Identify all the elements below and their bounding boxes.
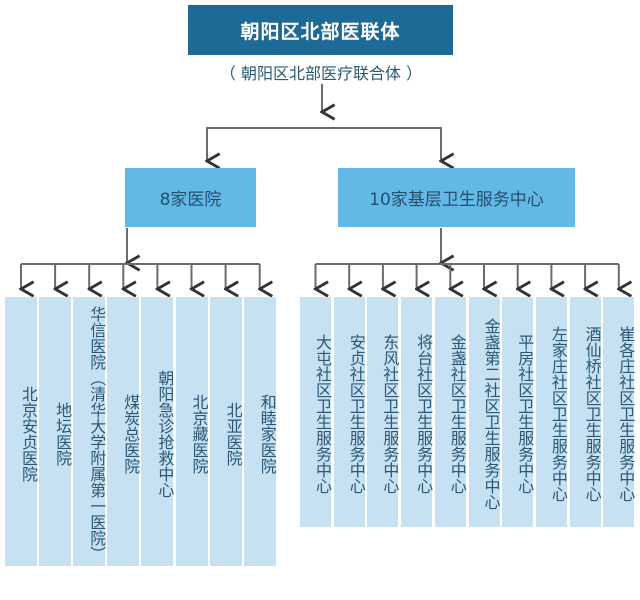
hospital-item: 和睦家医院 xyxy=(243,297,277,566)
item-label: 东风社区卫生服务中心 xyxy=(380,334,400,494)
community-center-item: 平房社区卫生服务中心 xyxy=(502,297,535,527)
community-center-item: 东风社区卫生服务中心 xyxy=(367,297,400,527)
branch-hospitals-box: 8家医院 xyxy=(125,168,256,227)
item-label: 北亚医院 xyxy=(223,401,243,466)
hospital-item: 北京藏医院 xyxy=(175,297,209,566)
hospital-item: 北亚医院 xyxy=(209,297,243,566)
community-center-item: 安贞社区卫生服务中心 xyxy=(333,297,366,527)
branch-community-centers-label: 10家基层卫生服务中心 xyxy=(369,190,544,210)
item-label: 金盏社区卫生服务中心 xyxy=(447,334,467,494)
community-center-item: 将台社区卫生服务中心 xyxy=(401,297,434,527)
item-label: 平房社区卫生服务中心 xyxy=(515,334,535,494)
community-center-item: 崔各庄社区卫生服务中心 xyxy=(603,297,636,527)
hospital-item: 北京安贞医院 xyxy=(5,297,38,566)
branch-hospitals-label: 8家医院 xyxy=(159,190,222,210)
hospital-item: 朝阳急诊抢救中心 xyxy=(141,297,175,566)
item-label: 煤炭总医院 xyxy=(121,393,141,474)
item-label: 金盏第二社区卫生服务中心 xyxy=(481,318,501,510)
hospital-item: 地坛医院 xyxy=(39,297,73,566)
hospital-item: 煤炭总医院 xyxy=(107,297,141,566)
item-label: 崔各庄社区卫生服务中心 xyxy=(616,326,636,502)
item-label: 华信医院（清华大学附属第一医院） xyxy=(87,305,107,562)
branch-community-centers-box: 10家基层卫生服务中心 xyxy=(338,168,575,227)
item-label: 将台社区卫生服务中心 xyxy=(414,334,434,494)
item-label: 酒仙桥社区卫生服务中心 xyxy=(582,326,602,502)
root-title-box: 朝阳区北部医联体 xyxy=(188,5,453,55)
community-center-item: 左家庄社区卫生服务中心 xyxy=(535,297,568,527)
community-center-item: 酒仙桥社区卫生服务中心 xyxy=(569,297,602,527)
item-label: 朝阳急诊抢救中心 xyxy=(155,369,175,498)
community-center-item: 金盏第二社区卫生服务中心 xyxy=(468,297,501,527)
item-label: 安贞社区卫生服务中心 xyxy=(346,334,366,494)
root-title: 朝阳区北部医联体 xyxy=(240,20,401,43)
root-subtitle: （ 朝阳区北部医疗联合体 ） xyxy=(219,64,423,83)
item-label: 北京藏医院 xyxy=(189,393,209,474)
hospital-item: 华信医院（清华大学附属第一医院） xyxy=(73,297,107,566)
item-label: 左家庄社区卫生服务中心 xyxy=(548,326,568,502)
item-label: 和睦家医院 xyxy=(257,393,277,474)
item-label: 大屯社区卫生服务中心 xyxy=(313,334,332,494)
community-center-item: 金盏社区卫生服务中心 xyxy=(434,297,467,527)
item-label: 北京安贞医院 xyxy=(19,385,38,482)
item-label: 地坛医院 xyxy=(53,401,73,466)
community-center-item: 大屯社区卫生服务中心 xyxy=(300,297,332,527)
